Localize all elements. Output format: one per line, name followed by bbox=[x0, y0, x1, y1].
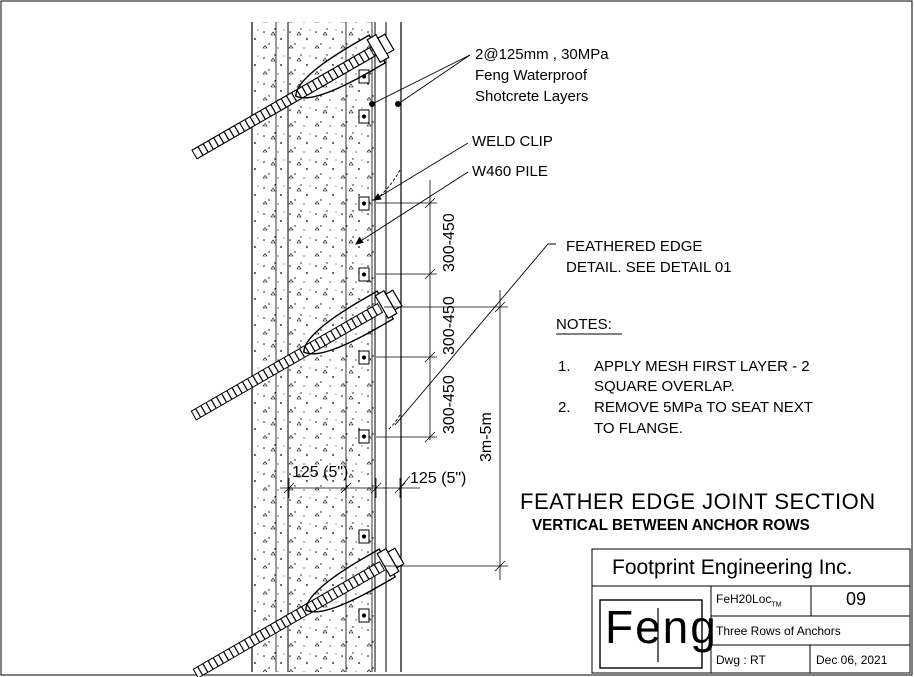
weld-clip-label: WELD CLIP bbox=[472, 133, 553, 150]
shotcrete-label-line2: Feng Waterproof bbox=[475, 67, 587, 84]
note-2-line1: REMOVE 5MPa TO SEAT NEXT bbox=[594, 399, 813, 416]
w460-pile bbox=[345, 22, 373, 672]
note-1-line2: SQUARE OVERLAP. bbox=[594, 378, 735, 395]
section-subtitle: VERTICAL BETWEEN ANCHOR ROWS bbox=[532, 517, 810, 534]
sheet-number: 09 bbox=[846, 589, 867, 609]
drawing-description: Three Rows of Anchors bbox=[716, 624, 841, 638]
trademark-mark: TM bbox=[771, 601, 782, 609]
shotcrete-label-line3: Shotcrete Layers bbox=[475, 88, 589, 105]
anchor-row-middle bbox=[190, 289, 403, 421]
drawing-date: Dec 06, 2021 bbox=[816, 653, 888, 667]
note-1-number: 1. bbox=[558, 358, 571, 375]
w460-pile-label: W460 PILE bbox=[472, 163, 548, 180]
title-block-frame bbox=[591, 548, 911, 674]
anchor-row-top bbox=[191, 33, 395, 160]
section-title: FEATHER EDGE JOINT SECTION bbox=[520, 489, 876, 514]
company-name: Footprint Engineering Inc. bbox=[612, 556, 853, 579]
product-name: FeH20LocTM bbox=[716, 592, 781, 608]
anchor-row-bottom bbox=[192, 547, 405, 677]
spacing-dim-3: 300-450 bbox=[441, 375, 458, 434]
shotcrete-label-line1: 2@125mm , 30MPa bbox=[475, 46, 609, 63]
note-1-line1: APPLY MESH FIRST LAYER - 2 bbox=[594, 358, 810, 375]
shotcrete-layers bbox=[251, 22, 402, 672]
note-2-number: 2. bbox=[558, 399, 571, 416]
layer-thickness-dim-1: 125 (5") bbox=[292, 464, 349, 481]
feathered-edge-label-line1: FEATHERED EDGE bbox=[566, 238, 703, 255]
leader-lines bbox=[355, 54, 556, 431]
dimension-lines bbox=[280, 180, 508, 580]
weld-clips bbox=[358, 69, 370, 623]
spacing-dim-1: 300-450 bbox=[441, 213, 458, 272]
overall-height-dim: 3m-5m bbox=[478, 412, 495, 462]
spacing-dim-2: 300-450 bbox=[441, 296, 458, 355]
drawn-by: Dwg : RT bbox=[716, 653, 766, 667]
product-name-text: FeH20Loc bbox=[716, 592, 772, 606]
feathered-edge-label-line2: DETAIL. SEE DETAIL 01 bbox=[566, 259, 732, 276]
notes-heading: NOTES: bbox=[556, 316, 612, 333]
feng-logo: Feng bbox=[605, 601, 718, 653]
note-2-line2: TO FLANGE. bbox=[594, 420, 683, 437]
layer-thickness-dim-2: 125 (5") bbox=[410, 470, 467, 487]
